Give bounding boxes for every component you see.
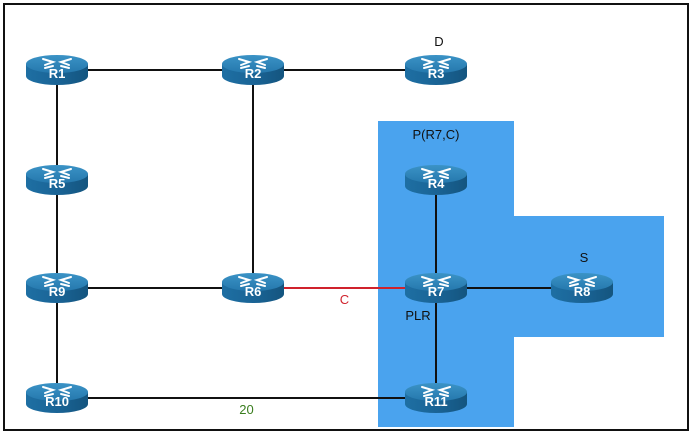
router-r10[interactable]: R10: [26, 383, 88, 413]
router-r1[interactable]: R1: [26, 55, 88, 85]
annotation-plr: PLR: [405, 308, 430, 323]
router-top: [222, 273, 284, 291]
annotation-d: D: [434, 34, 443, 49]
router-top: [405, 383, 467, 401]
router-r8[interactable]: R8: [551, 273, 613, 303]
router-label: R11: [424, 394, 447, 409]
router-top: [26, 273, 88, 291]
router-r5[interactable]: R5: [26, 165, 88, 195]
router-label: R5: [49, 176, 66, 191]
router-top: [26, 383, 88, 401]
p-space-label: P(R7,C): [413, 127, 460, 142]
router-top: [405, 165, 467, 183]
labels-layer: C 20 P(R7,C) D S PLR: [239, 34, 588, 417]
router-r2[interactable]: R2: [222, 55, 284, 85]
router-arrows-icon: [42, 168, 72, 179]
router-top: [551, 273, 613, 291]
router-arrows-icon: [42, 276, 72, 287]
router-arrows-icon: [238, 58, 268, 69]
router-r3[interactable]: R3: [405, 55, 467, 85]
router-r4[interactable]: R4: [405, 165, 467, 195]
router-label: R6: [245, 284, 262, 299]
router-r6[interactable]: R6: [222, 273, 284, 303]
router-arrows-icon: [567, 276, 597, 287]
router-label: R8: [574, 284, 591, 299]
router-top: [405, 273, 467, 291]
router-label: R3: [428, 66, 445, 81]
router-label: R9: [49, 284, 66, 299]
router-arrows-icon: [421, 276, 451, 287]
router-r9[interactable]: R9: [26, 273, 88, 303]
router-r11[interactable]: R11: [405, 383, 467, 413]
router-top: [405, 55, 467, 73]
router-label: R2: [245, 66, 262, 81]
router-label: R7: [428, 284, 445, 299]
router-label: R4: [428, 176, 445, 191]
router-label: R1: [49, 66, 66, 81]
router-arrows-icon: [42, 58, 72, 69]
router-r7[interactable]: R7: [405, 273, 467, 303]
router-arrows-icon: [421, 58, 451, 69]
router-top: [222, 55, 284, 73]
protected-link-label: C: [340, 292, 349, 307]
router-arrows-icon: [421, 168, 451, 179]
annotation-s: S: [580, 250, 589, 265]
p-space-region: [378, 121, 664, 427]
router-top: [26, 55, 88, 73]
router-arrows-icon: [421, 386, 451, 397]
link-metric-label: 20: [239, 402, 253, 417]
router-arrows-icon: [238, 276, 268, 287]
router-top: [26, 165, 88, 183]
router-arrows-icon: [42, 386, 72, 397]
router-label: R10: [45, 394, 69, 409]
